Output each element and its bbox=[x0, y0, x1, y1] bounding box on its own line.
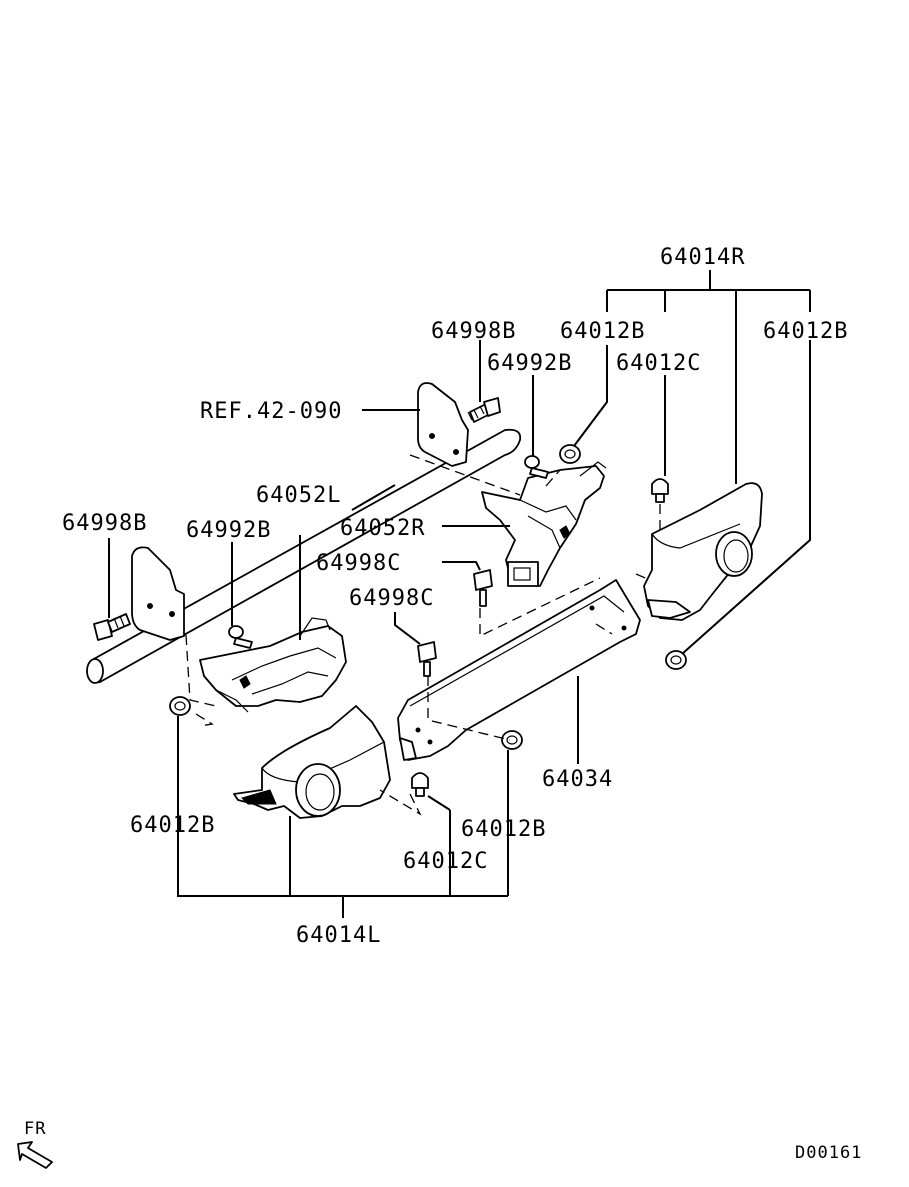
column-cover-64014R bbox=[643, 482, 763, 621]
label-ref-42-090: REF.42-090 bbox=[200, 399, 342, 424]
label-64998B-top: 64998B bbox=[431, 319, 516, 344]
label-64012C-top: 64012C bbox=[616, 351, 701, 376]
leader-lines bbox=[108, 270, 811, 918]
screw-64992B-left bbox=[228, 625, 253, 649]
ref-bracket-plate-left bbox=[131, 546, 185, 641]
front-direction-indicator: FR bbox=[17, 1119, 53, 1169]
label-64012C-bottom: 64012C bbox=[403, 849, 488, 874]
label-64014R: 64014R bbox=[660, 245, 745, 270]
bolt-64998C-upper bbox=[473, 569, 493, 607]
clip-64012C-top bbox=[651, 478, 669, 503]
screw-64992B-top bbox=[524, 455, 549, 479]
label-64998B-left: 64998B bbox=[62, 511, 147, 536]
steering-shaft bbox=[86, 428, 522, 684]
ref-bracket-plate-upper bbox=[417, 382, 469, 467]
label-64992B-left: 64992B bbox=[186, 518, 271, 543]
bolt-64998B-top bbox=[467, 397, 501, 423]
front-arrow-icon bbox=[17, 1141, 53, 1169]
label-64012B-top: 64012B bbox=[560, 319, 645, 344]
diagram-code: D00161 bbox=[795, 1143, 862, 1163]
label-64992B-top: 64992B bbox=[487, 351, 572, 376]
label-64034: 64034 bbox=[542, 767, 613, 792]
clip-64012B-left bbox=[169, 696, 191, 716]
bracket-64052L bbox=[199, 617, 347, 713]
label-64998C-lower: 64998C bbox=[349, 586, 434, 611]
label-64052R: 64052R bbox=[340, 516, 425, 541]
label-64052L: 64052L bbox=[256, 483, 341, 508]
clip-64012B-mid bbox=[501, 730, 523, 750]
label-64998C-upper: 64998C bbox=[316, 551, 401, 576]
assembly-dashed-lines bbox=[185, 454, 661, 816]
clip-64012C-bottom bbox=[411, 772, 429, 797]
part-labels: 64014R 64012B 64012B 64012C 64998B 64992… bbox=[62, 245, 848, 948]
bolt-64998B-left bbox=[93, 613, 131, 641]
fr-label: FR bbox=[24, 1119, 46, 1139]
under-cover-64034 bbox=[397, 579, 641, 761]
bolt-64998C-lower bbox=[417, 641, 437, 677]
label-64012B-right: 64012B bbox=[763, 319, 848, 344]
label-64012B-mid: 64012B bbox=[461, 817, 546, 842]
clip-64012B-right bbox=[665, 650, 687, 670]
column-cover-64014L bbox=[233, 705, 391, 819]
label-64014L: 64014L bbox=[296, 923, 381, 948]
clip-64012B-top bbox=[559, 444, 581, 464]
label-64012B-left: 64012B bbox=[130, 813, 215, 838]
bracket-64052R bbox=[481, 461, 607, 587]
